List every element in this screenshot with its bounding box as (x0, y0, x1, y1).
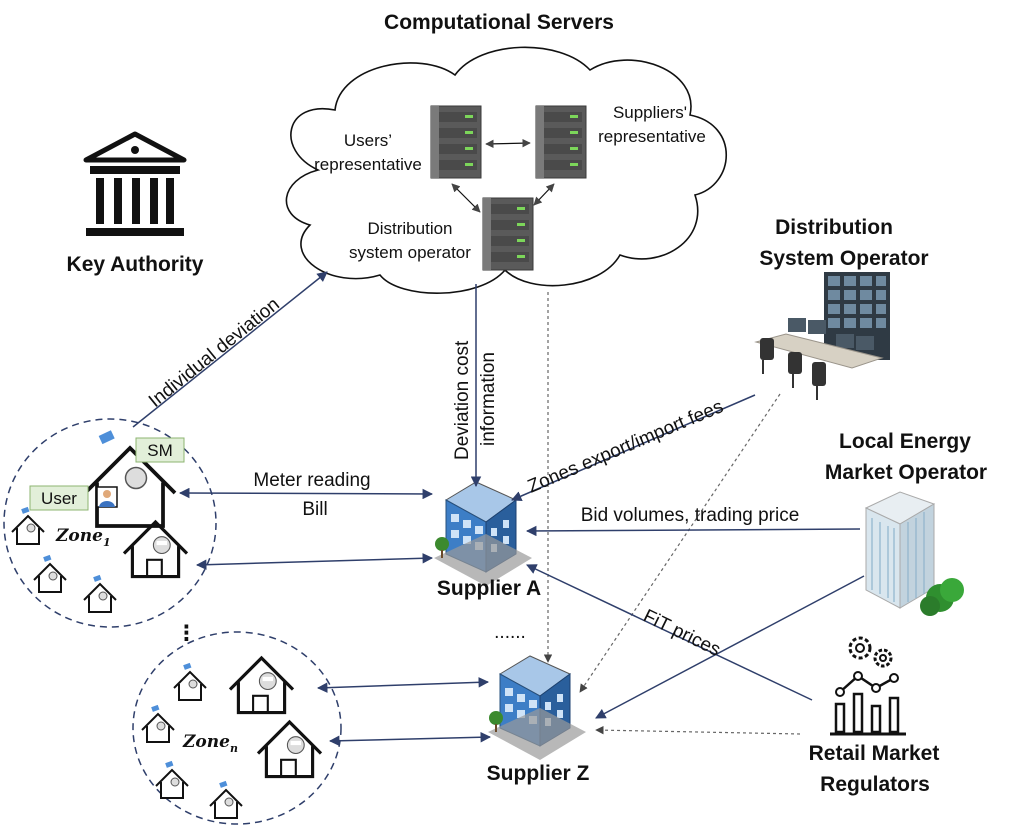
arrow-zonen-supplier-z-2 (328, 731, 492, 747)
arrow-individual-deviation (132, 271, 328, 428)
key-authority-title: Key Authority (67, 253, 204, 276)
tower-building-icon (864, 491, 964, 616)
server-icon-users (430, 105, 482, 179)
arrow-zone1-supplier-a (195, 553, 434, 570)
house-icon-small (173, 661, 207, 701)
regulators-title-1: Retail Market (809, 742, 940, 765)
arrow-users-dso (451, 183, 481, 213)
house-icon-small (83, 573, 117, 613)
server-icon-dso (482, 197, 534, 271)
supplier-z-title: Supplier Z (487, 762, 590, 785)
bid-volumes-label: Bid volumes, trading price (581, 505, 800, 526)
bill-label: Bill (302, 499, 327, 520)
dso-title-2: System Operator (759, 247, 928, 270)
dashed-regulators-to-supplier-z (595, 725, 801, 735)
users-rep-label-2: representative (314, 155, 422, 174)
house-icon-small (155, 759, 189, 799)
zone-1-boundary (3, 418, 217, 628)
arrow-users-suppliers (485, 138, 531, 149)
lemo-title-1: Local Energy (839, 430, 971, 453)
server-icon-suppliers (535, 105, 587, 179)
arrow-zones-fees (511, 394, 756, 502)
office-building-icon-supplier-z (487, 655, 587, 761)
arrow-fit-prices (526, 564, 813, 701)
zone-1-label: Zone1 (55, 526, 111, 549)
user-tag-label: User (41, 489, 77, 508)
cloud-icon (285, 46, 727, 294)
user-tag (29, 485, 89, 511)
suppliers-rep-label-1: Suppliers' (613, 103, 687, 122)
house-icon-small (11, 505, 45, 545)
computational-servers-title: Computational Servers (384, 11, 614, 34)
suppliers-rep-label-2: representative (598, 127, 706, 146)
zone-n-boundary (132, 631, 342, 825)
supplier-a-title: Supplier A (437, 577, 541, 600)
control-room-icon (754, 272, 890, 400)
house-icon-small (141, 703, 175, 743)
deviation-cost-label-1: Deviation cost (452, 340, 473, 460)
fit-prices-label: FiT prices (640, 606, 724, 661)
zones-fees-label: Zones export/import fees (525, 396, 727, 497)
arrow-bid-volumes (525, 525, 861, 537)
house-icon (122, 520, 189, 579)
suppliers-ellipsis: ...... (494, 622, 526, 643)
users-rep-label-1: Users’ (344, 131, 392, 150)
zone-n-label: Zonen (182, 732, 238, 755)
zones-vertical-dots: ⋮ (176, 622, 197, 645)
user-icon (96, 486, 118, 508)
arrow-suppliers-dso (533, 183, 555, 206)
meter-reading-label: Meter reading (253, 470, 370, 491)
dso-rep-label-1: Distribution (367, 219, 452, 238)
house-icon (256, 720, 323, 779)
arrow-zonen-supplier-z-1 (316, 677, 490, 693)
analytics-gear-icon (830, 636, 906, 736)
bank-icon (83, 131, 187, 236)
regulators-title-2: Regulators (820, 773, 930, 796)
arrow-lemo-supplier-z (595, 575, 865, 719)
house-icon-small (209, 779, 243, 819)
dso-rep-label-2: system operator (349, 243, 471, 262)
individual-deviation-label: Individual deviation (145, 294, 284, 412)
deviation-cost-label-2: information (478, 352, 499, 446)
house-icon (228, 656, 295, 715)
dashed-dso-to-supplier-z (579, 393, 781, 693)
lemo-title-2: Market Operator (825, 461, 987, 484)
house-icon-small (33, 553, 67, 593)
dso-title-1: Distribution (775, 216, 893, 239)
sm-tag (135, 437, 185, 463)
sm-tag-label: SM (147, 441, 173, 460)
arrow-meter-reading-bill (178, 487, 434, 500)
